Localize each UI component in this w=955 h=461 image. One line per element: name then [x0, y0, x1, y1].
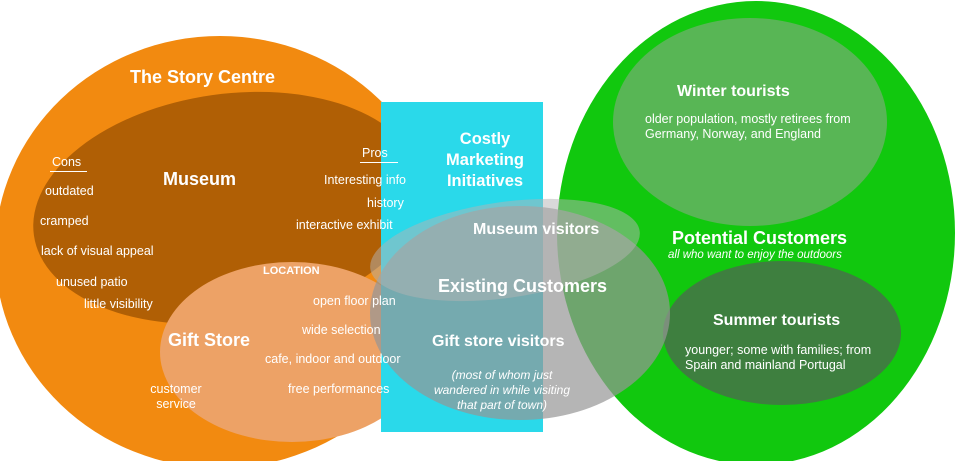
gift-store-visitors-label: Gift store visitors: [432, 333, 565, 350]
winter-tourists-desc: older population, mostly retirees from G…: [645, 112, 851, 141]
cons-item: lack of visual appeal: [41, 244, 154, 258]
gift-store-item: open floor plan: [313, 294, 396, 308]
customer-service-text: customer service: [150, 382, 202, 411]
pros-item: Interesting info: [324, 173, 406, 187]
story-centre-title: The Story Centre: [130, 67, 276, 87]
gift-store-ellipse: [160, 262, 424, 442]
location-label: LOCATION: [263, 265, 320, 277]
pros-item: interactive exhibit: [296, 218, 393, 232]
pros-heading: Pros: [360, 146, 398, 163]
winter-tourists-title: Winter tourists: [677, 83, 790, 100]
pros-item: history: [367, 196, 404, 210]
summer-tourists-title: Summer tourists: [713, 312, 841, 329]
potential-customers-subtitle: all who want to enjoy the outdoors: [668, 249, 842, 261]
gift-store-item: free performances: [288, 382, 390, 396]
cons-item: outdated: [45, 184, 94, 198]
summer-tourists-desc: younger; some with families; from Spain …: [685, 343, 872, 372]
summer-tourists-ellipse: [663, 261, 901, 405]
winter-tourists-ellipse: [613, 18, 887, 226]
existing-customers-title: Existing Customers: [438, 276, 608, 296]
museum-visitors-label: Museum visitors: [473, 221, 600, 238]
gift-store-item: cafe, indoor and outdoor: [265, 352, 401, 366]
potential-customers-title: Potential Customers: [672, 228, 848, 248]
cons-item: cramped: [40, 214, 89, 228]
gift-store-title: Gift Store: [168, 330, 251, 350]
marketing-title: Costly Marketing Initiatives: [446, 130, 524, 190]
museum-visitors-ellipse: [370, 198, 640, 302]
cons-item: little visibility: [84, 297, 153, 311]
gift-store-item: wide selection: [302, 323, 381, 337]
gift-store-visitors-note: (most of whom just wandered in while vis…: [433, 368, 571, 412]
cons-item: unused patio: [56, 275, 128, 289]
museum-title: Museum: [163, 169, 237, 189]
cons-heading: Cons: [50, 155, 88, 172]
